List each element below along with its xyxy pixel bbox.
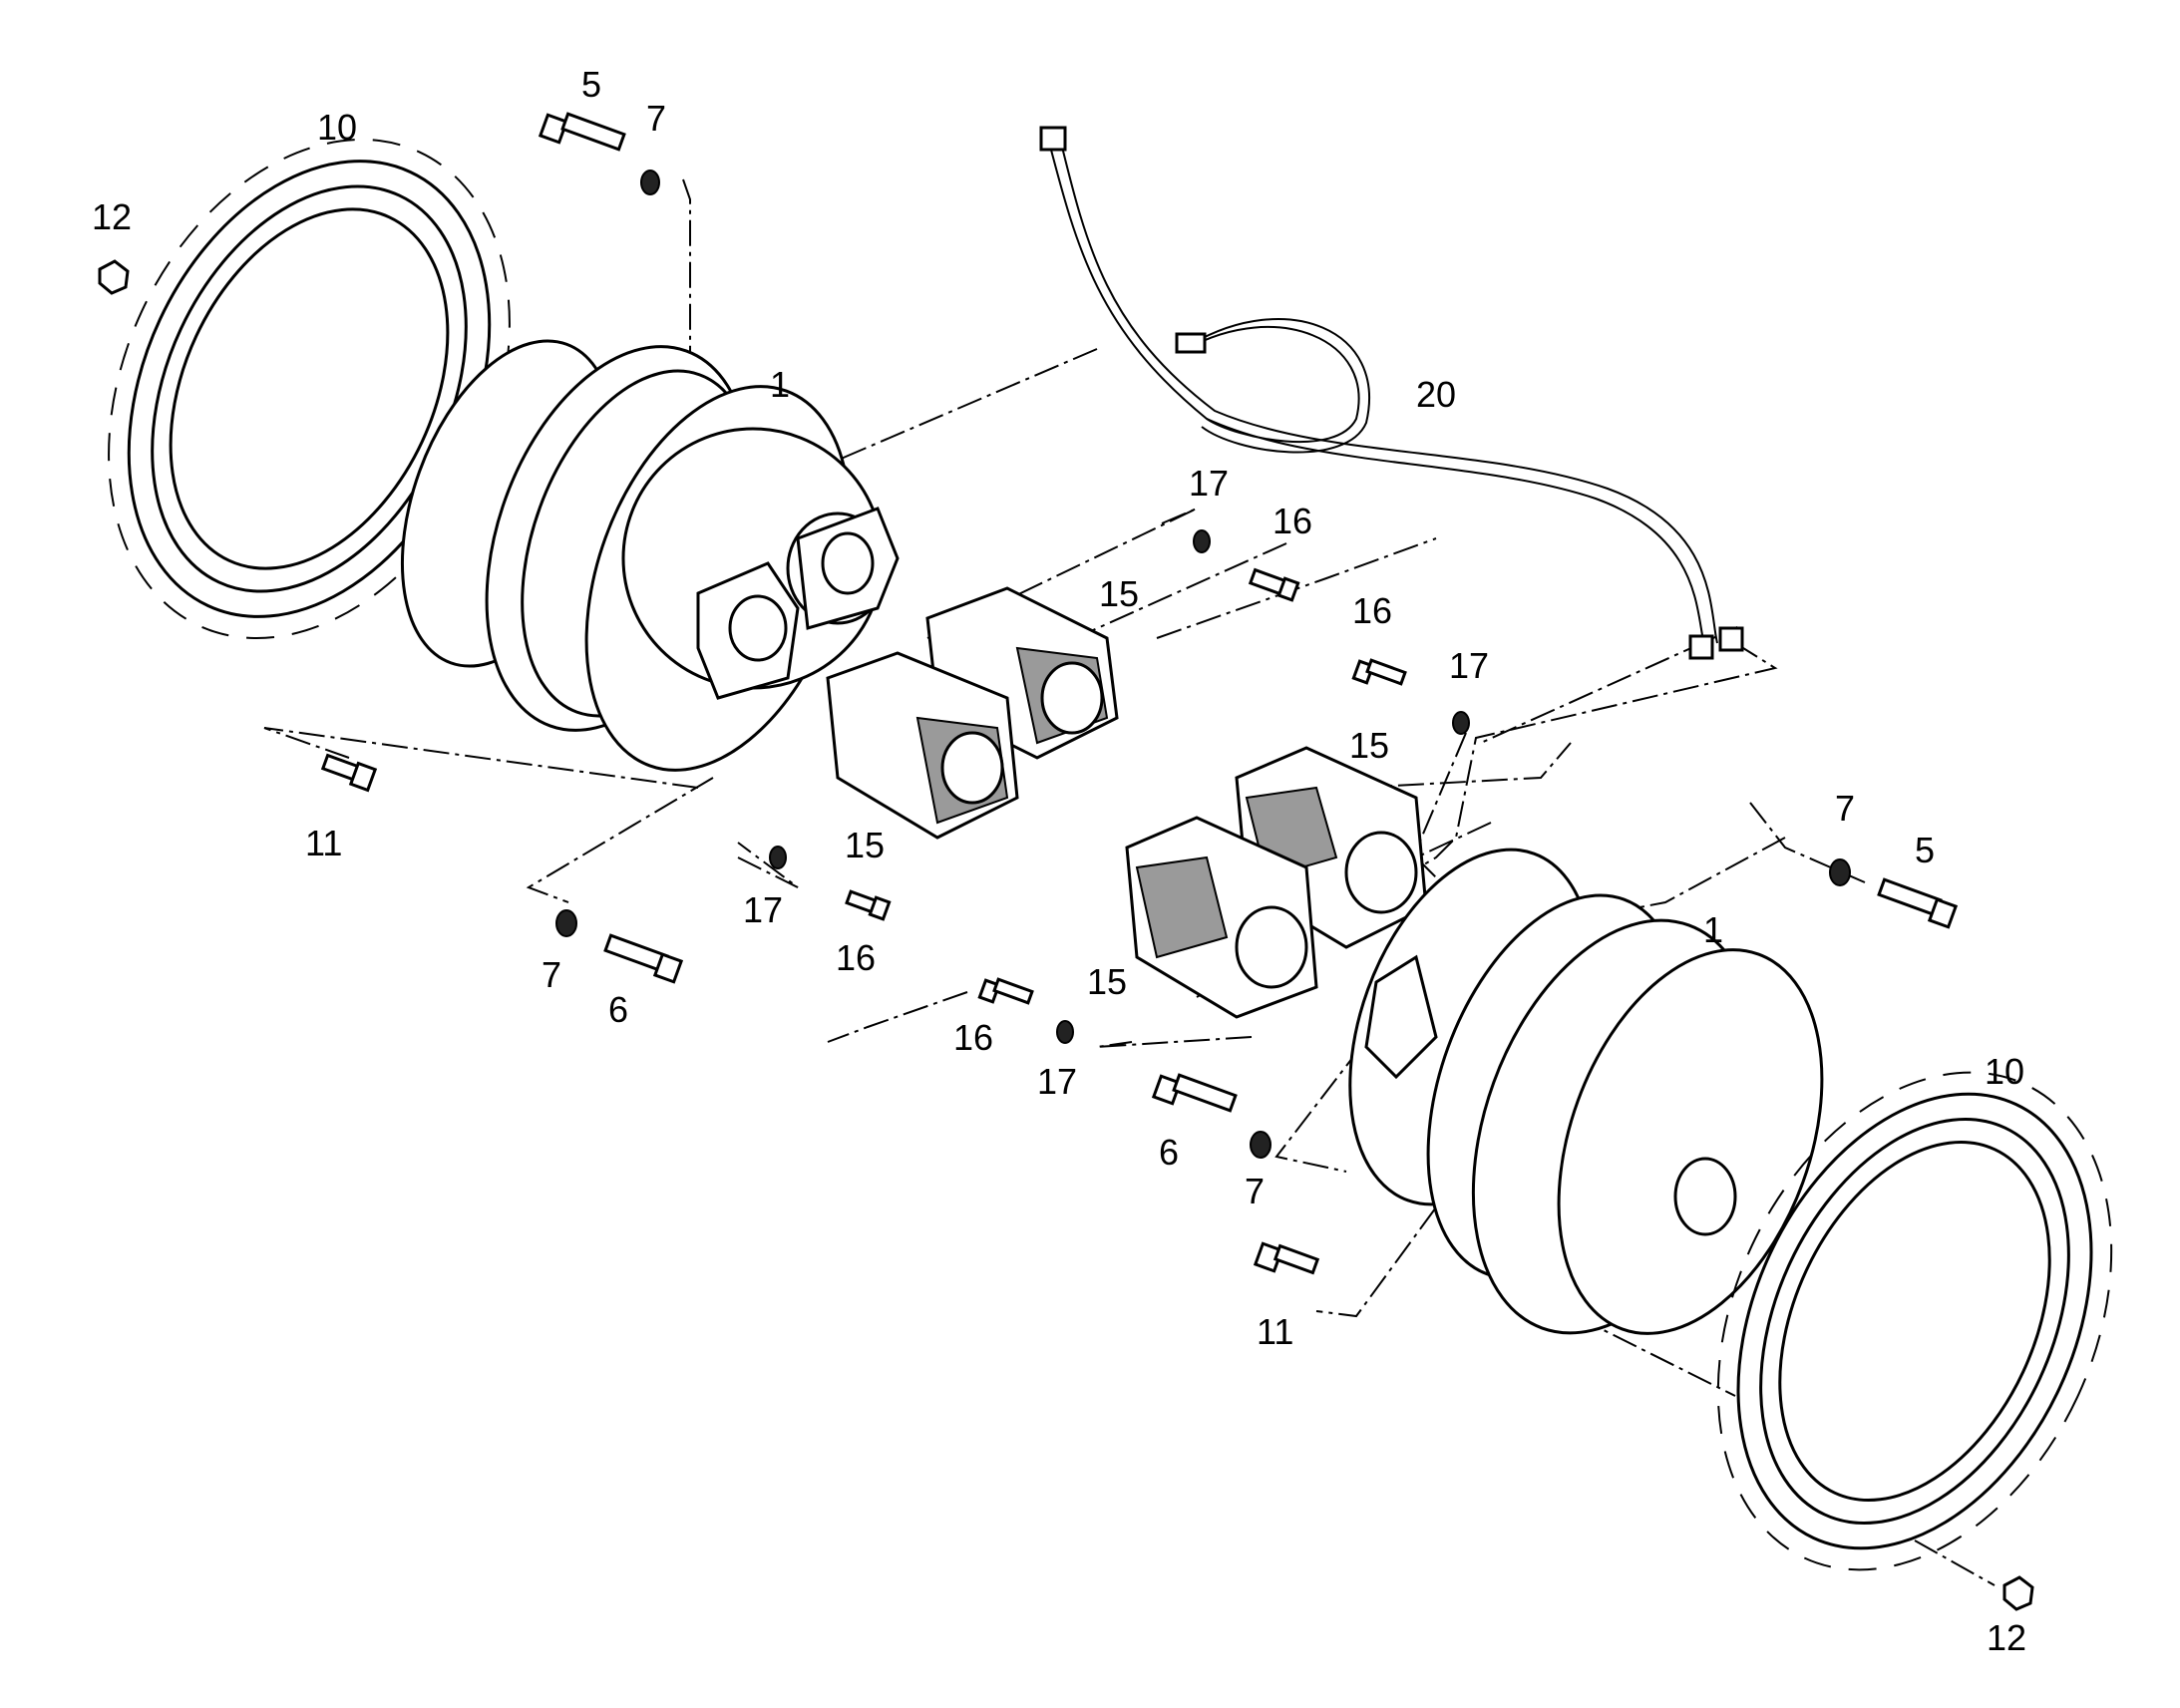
callout-10-right: 10 — [1985, 1051, 2024, 1092]
callout-20: 20 — [1416, 374, 1456, 415]
fastener-washer-7-right — [1829, 858, 1851, 886]
fastener-washer-7-mid — [555, 909, 577, 937]
sprocket-right — [1716, 1071, 2113, 1571]
callout-7-top: 7 — [646, 98, 666, 139]
callout-15-b: 15 — [1349, 725, 1389, 766]
callout-12-bottom: 12 — [1987, 1617, 2026, 1658]
fastener-bolt-6-right — [1151, 1073, 1238, 1113]
callout-17-c: 17 — [743, 889, 783, 930]
leader-lines — [263, 178, 1996, 1586]
fastener-washer-17-d — [1056, 1020, 1074, 1044]
callout-16-b: 16 — [1352, 590, 1392, 631]
fastener-bolt-6-left — [603, 933, 684, 984]
callout-10-left: 10 — [317, 107, 357, 148]
fastener-screw-16-b — [1351, 658, 1407, 686]
hydraulic-motor-left-lower — [826, 651, 1019, 840]
callout-7-bottom: 7 — [1245, 1171, 1265, 1211]
hydraulic-motor-right-lower — [1125, 816, 1318, 1019]
callout-11-bottom: 11 — [1257, 1311, 1293, 1352]
callout-15-d: 15 — [1087, 961, 1127, 1002]
callout-5-right: 5 — [1915, 830, 1935, 870]
callout-16-d: 16 — [953, 1017, 993, 1058]
cable-harness — [1039, 126, 1744, 660]
callout-6-right: 6 — [1159, 1132, 1179, 1173]
callout-17-d: 17 — [1037, 1061, 1077, 1102]
fastener-nut-12-top — [98, 259, 130, 295]
fastener-screw-16-d — [977, 977, 1034, 1005]
callout-1-right: 1 — [1703, 909, 1723, 950]
callout-16-c: 16 — [836, 937, 876, 978]
fastener-nut-12-bottom — [2002, 1575, 2034, 1611]
fastener-washer-17-b — [1452, 711, 1470, 735]
fastener-bolt-11-bottom — [1253, 1241, 1320, 1275]
drive-unit-left — [400, 339, 900, 772]
callout-6-left: 6 — [608, 989, 628, 1030]
callout-5-top: 5 — [581, 64, 601, 105]
callout-15-c: 15 — [845, 825, 885, 865]
fastener-bolt-5-right — [1877, 877, 1959, 929]
callout-17-b: 17 — [1449, 645, 1489, 686]
callout-7-mid: 7 — [542, 954, 561, 995]
fastener-washer-17-c — [769, 846, 787, 869]
callout-11-top: 11 — [305, 823, 342, 863]
callout-15-a: 15 — [1099, 573, 1139, 614]
callout-1-left: 1 — [770, 364, 790, 405]
fastener-screw-16-a — [1248, 567, 1300, 602]
callout-16-a: 16 — [1272, 501, 1312, 541]
fastener-washer-17-a — [1193, 529, 1211, 553]
callout-12-top: 12 — [92, 196, 132, 237]
fastener-washer-7-top — [640, 170, 660, 195]
fastener-screw-16-c — [845, 889, 892, 921]
sprocket-left — [108, 139, 511, 639]
fastener-bolt-5-top — [538, 112, 626, 152]
fastener-bolt-11-top — [320, 753, 378, 793]
callout-7-right: 7 — [1835, 788, 1855, 829]
callout-labels: 5 7 10 12 1 20 17 16 15 16 17 15 11 15 1… — [92, 64, 2026, 1658]
callout-17-a: 17 — [1189, 463, 1229, 504]
fastener-washer-7-bottom — [1250, 1131, 1272, 1159]
